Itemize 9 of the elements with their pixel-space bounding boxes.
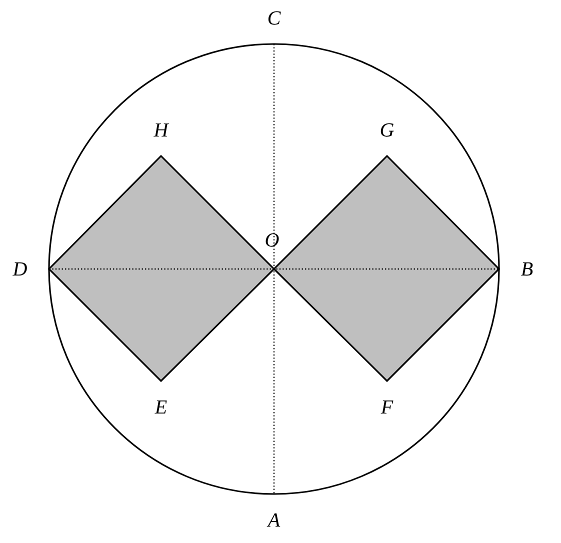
point-label: E bbox=[154, 400, 167, 414]
point-label: O bbox=[266, 233, 279, 247]
point-label: B bbox=[521, 262, 533, 276]
point-label: C bbox=[268, 11, 281, 25]
point-label: H bbox=[154, 123, 170, 137]
point-label: F bbox=[380, 400, 394, 414]
point-label: A bbox=[266, 513, 280, 527]
point-label: D bbox=[12, 262, 27, 276]
point-label: G bbox=[380, 123, 394, 137]
